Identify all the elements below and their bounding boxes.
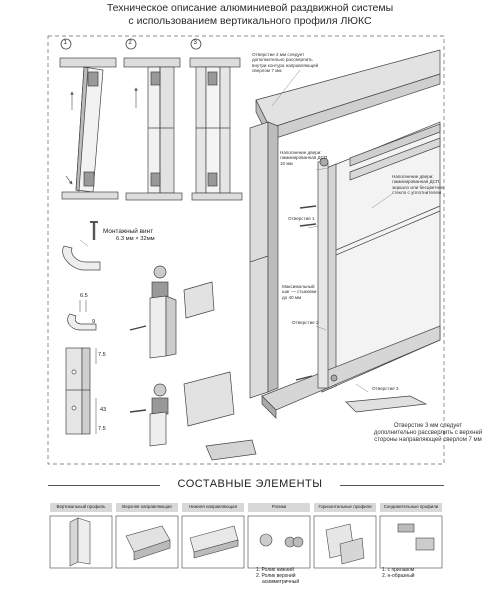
callout-panel-dsp: Наполнение двери: ламинированная ДСП 10 … <box>280 150 328 166</box>
vertical-profile-icon <box>69 517 91 567</box>
component-name-vertical-profile: Вертикальный профиль <box>56 504 106 509</box>
screw-label: Монтажный винт <box>103 228 154 235</box>
page-title: Техническое описание алюминиевой раздвиж… <box>0 2 500 28</box>
components-boxes <box>49 515 443 569</box>
dim-43: 43 <box>100 407 107 413</box>
component-bar-5 <box>314 503 376 512</box>
section-line-right <box>340 485 444 486</box>
step-1-diagram <box>59 57 119 200</box>
profile-section <box>67 300 97 331</box>
component-bar-2 <box>116 503 178 512</box>
callout-hole2: Отверстие 2 <box>292 320 319 325</box>
component-bar-4 <box>248 503 310 512</box>
component-bar-6 <box>380 503 442 512</box>
top-rail-icon <box>125 525 171 561</box>
component-name-horizontal-profiles: Горизонтальные профили <box>318 504 372 509</box>
assembly-isometric <box>249 49 441 419</box>
callout-max-height: Максимальный шаг — стыковки до 40 мм <box>282 284 317 300</box>
step-3-diagram <box>189 57 243 201</box>
step-markers <box>60 38 202 50</box>
bottom-rail-icon <box>189 525 239 559</box>
hole3-note: Отверстие 3 мм следует дополнительно рас… <box>373 423 483 444</box>
component-bar-1 <box>50 503 112 512</box>
callout-hole2-top: Отверстие 2 мм следует дополнительно рас… <box>252 52 319 74</box>
step-number-2: 2 <box>128 40 132 46</box>
dim-7-5-top: 7.5 <box>98 352 106 358</box>
dim-6-5: 6.5 <box>80 293 88 299</box>
dim-7-5-bottom: 7.5 <box>98 426 106 432</box>
hardware-detail-top <box>129 265 215 359</box>
component-bar-3 <box>182 503 244 512</box>
component-name-connector-profiles: Соединительные профили <box>383 504 439 509</box>
dashed-frame <box>47 35 445 465</box>
connector-note-2: 2. н-образный <box>382 573 415 579</box>
component-name-bottom-rail: Нижняя направляющая <box>189 504 237 509</box>
step-number-1: 1 <box>63 40 67 46</box>
screw-detail <box>62 221 101 271</box>
roller-note-3: асимметричный <box>262 579 300 585</box>
title-line-1: Техническое описание алюминиевой раздвиж… <box>106 2 394 14</box>
hardware-detail-bottom <box>129 371 257 461</box>
connector-profiles-icon <box>397 523 435 551</box>
component-name-top-rail: Верхняя направляющая <box>122 504 172 509</box>
horizontal-profiles-icon <box>325 523 365 565</box>
section-line-left <box>48 485 160 486</box>
rollers-icon <box>259 533 304 548</box>
callout-hole1: Отверстие 1 <box>288 216 315 221</box>
roller-note-1: 1. Ролик нижний <box>256 567 294 573</box>
connector-note-1: 1. с прилавом <box>382 567 415 573</box>
roller-note-2: 2. Ролик верхний <box>256 573 296 579</box>
vertical-profile-dims <box>65 347 97 435</box>
component-name-rollers: Ролики <box>271 504 287 509</box>
step-number-3: 3 <box>193 40 197 46</box>
callout-panel-mirror: Наполнение двери: ламинированная ДСП, зе… <box>392 174 445 196</box>
callout-hole3: Отверстие 3 <box>372 386 399 391</box>
screw-size: 6.3 мм × 32мм <box>116 236 155 242</box>
dim-9: 9 <box>92 319 96 325</box>
components-title: СОСТАВНЫЕ ЭЛЕМЕНТЫ <box>177 478 323 490</box>
step-2-diagram <box>123 57 183 201</box>
title-line-2: с использованием вертикального профиля Л… <box>128 15 372 27</box>
